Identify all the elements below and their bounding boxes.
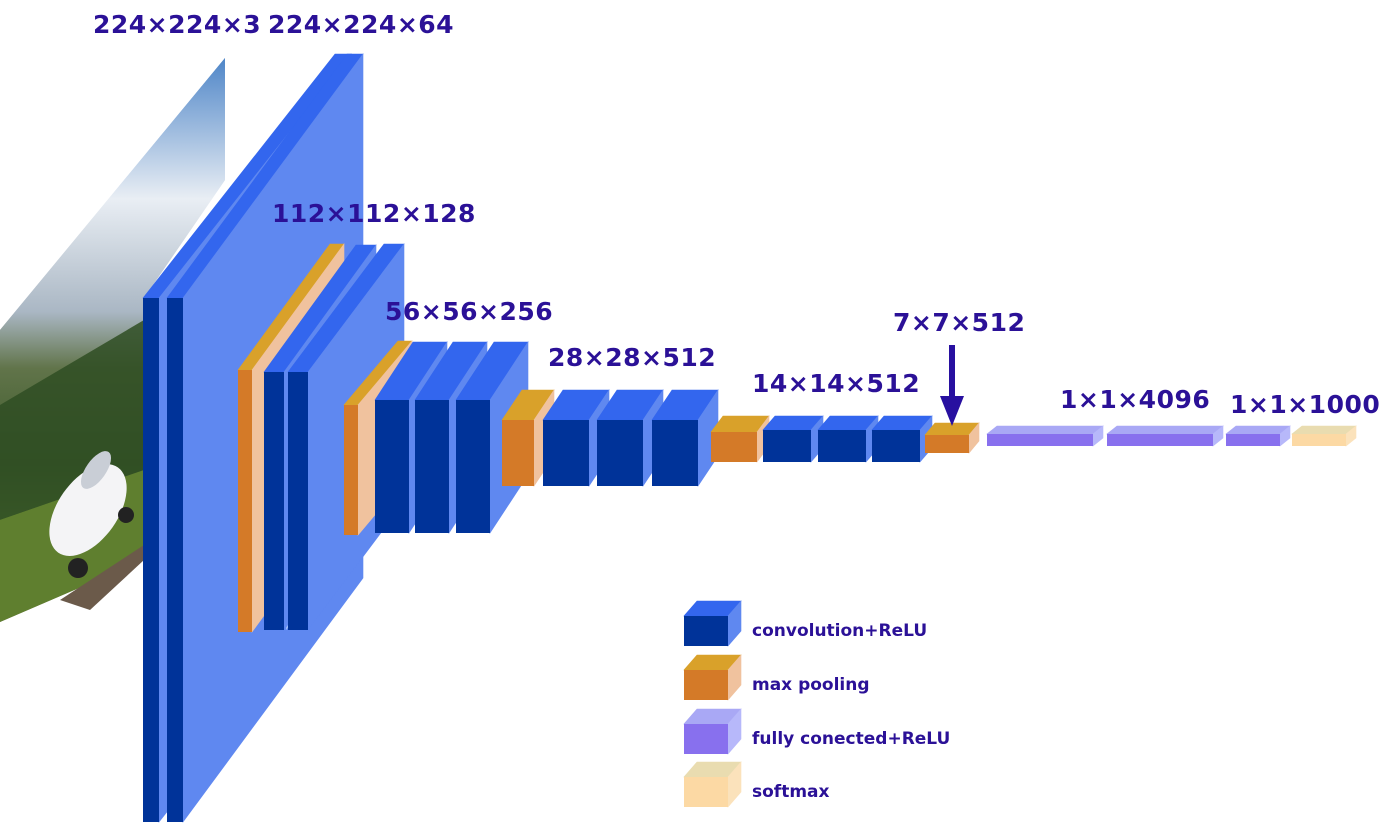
label-block3-size: 56×56×256 <box>385 297 554 326</box>
label-block1-size: 224×224×64 <box>268 10 455 39</box>
fc1 <box>986 425 1104 447</box>
legend-swatch-fc-front <box>684 724 728 754</box>
legend-swatch-softmax-front <box>684 777 728 807</box>
label-block4-size: 28×28×512 <box>548 343 717 372</box>
block1-conv2-front <box>167 298 183 822</box>
label-block2-size: 112×112×128 <box>272 199 476 228</box>
block5-pool-input-front <box>711 432 757 462</box>
label-block5-size: 14×14×512 <box>752 369 921 398</box>
block5-conv1 <box>762 415 824 463</box>
block4-pool-input-front <box>502 420 534 486</box>
fc3-top <box>1225 425 1291 435</box>
block3-conv1-front <box>375 400 409 533</box>
fc1-front <box>987 434 1093 446</box>
fc2 <box>1106 425 1224 447</box>
block4-conv2-front <box>597 420 643 486</box>
legend-label-pool: max pooling <box>752 675 870 695</box>
block4-conv3-front <box>652 420 698 486</box>
input-car-photo <box>0 58 225 622</box>
fc3 <box>1225 425 1291 447</box>
legend-label-conv: convolution+ReLU <box>752 621 928 641</box>
car-wheel-front <box>68 558 88 578</box>
block3-pool-input-front <box>344 405 358 535</box>
block2-conv1-front <box>264 372 284 630</box>
block5-conv2-front <box>818 430 866 462</box>
label-softmax-size: 1×1×1000 <box>1230 390 1380 419</box>
legend-swatch-pool <box>683 654 742 701</box>
label-fc-size: 1×1×4096 <box>1060 385 1211 414</box>
fc1-top <box>986 425 1104 435</box>
block1-conv1-front <box>143 298 159 822</box>
block5-conv1-front <box>763 430 811 462</box>
legend-label-fc: fully conected+ReLU <box>752 729 951 749</box>
block2-conv2-front <box>288 372 308 630</box>
legend-label-softmax: softmax <box>752 782 830 802</box>
label-pool5-size: 7×7×512 <box>893 308 1026 337</box>
legend-swatch-conv <box>683 600 742 647</box>
legend-swatch-conv-front <box>684 616 728 646</box>
car-body <box>49 464 127 556</box>
legend-swatch-pool-front <box>684 670 728 700</box>
block5-conv3-front <box>872 430 920 462</box>
block2-pool-input-front <box>238 370 252 632</box>
car-windshield <box>80 451 112 489</box>
pool5-arrow-head <box>940 396 964 426</box>
block3-conv2-front <box>415 400 449 533</box>
pool5-front <box>925 435 969 453</box>
pool5 <box>924 422 980 454</box>
label-input-size: 224×224×3 <box>93 10 262 39</box>
input-photo-road <box>60 545 144 610</box>
car-icon <box>49 451 134 578</box>
fc3-front <box>1226 434 1280 446</box>
softmax-layer-front <box>1292 434 1346 446</box>
fc2-front <box>1107 434 1213 446</box>
softmax-layer-top <box>1291 425 1357 435</box>
legend-swatch-fc <box>683 708 742 755</box>
fc2-top <box>1106 425 1224 435</box>
softmax-layer <box>1291 425 1357 447</box>
block5-pool-input <box>710 415 770 463</box>
block4-conv1-front <box>543 420 589 486</box>
car-wheel-rear <box>118 507 134 523</box>
block5-conv2 <box>817 415 879 463</box>
block5-conv3 <box>871 415 933 463</box>
block3-conv3-front <box>456 400 490 533</box>
legend-swatch-softmax <box>683 761 742 808</box>
